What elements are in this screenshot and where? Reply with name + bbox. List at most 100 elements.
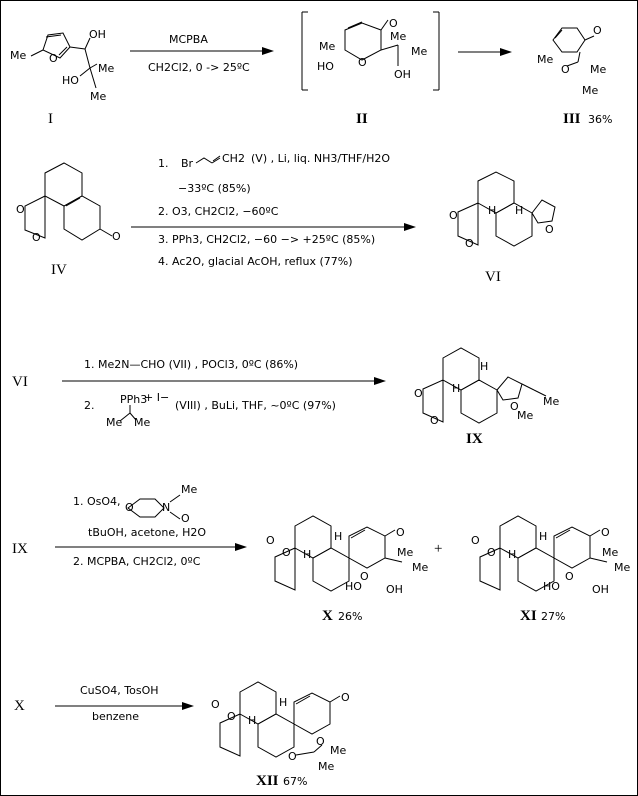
me-label: Me [614,561,630,574]
h-label: H [279,696,287,709]
me-label: Me [543,395,559,408]
oh-label: OH [89,28,106,41]
ring-o-label: O [565,570,574,583]
step2-line1-number: 1. [158,157,169,170]
step2-ac2o: 4. Ac2O, glacial AcOH, reflux (77%) [158,255,353,268]
step2-line1-conditions: −33ºC (85%) [178,182,251,195]
compound-III-structure: O Me O Me Me [537,24,606,97]
furan-o-label: O [49,52,58,65]
compound-IV-structure: O O O [16,162,121,244]
dioxolane-o-label: O [227,710,236,723]
ho-label: HO [543,580,560,593]
ch2-label: CH2 [222,152,245,165]
h-label: H [480,360,488,373]
reagent-mcpba: MCPBA [169,33,208,46]
dioxolane-o-label: O [16,203,25,216]
ring-o-label: O [360,570,369,583]
me-label: Me [90,90,106,103]
bromide-label: Br [181,157,194,170]
oh-label: OH [386,583,403,596]
step2-line1-reagents: (V) , Li, liq. NH3/THF/H2O [251,152,390,165]
dioxolane-o-label: O [471,534,480,547]
me-label: Me [397,546,413,559]
compound-I-structure: Me O OH HO Me Me [10,28,114,103]
dioxolane-o-label: O [211,698,220,711]
compound-II-structure: O O Me HO Me Me OH [301,11,440,91]
nmo-structure: O N Me O [125,483,197,525]
compound-I-label: I [48,111,53,127]
h-label: H [452,382,460,395]
ring-o-label: O [316,735,325,748]
ho-label: HO [345,580,362,593]
compound-VI-structure: O H H O O [449,171,556,250]
phosphonium-ion-label: + I− [144,391,169,404]
oh-label: OH [592,583,609,596]
me-label: Me [390,30,406,43]
h-label: H [248,714,256,727]
dioxolane-o-label: O [430,414,439,427]
step3-line2-number: 2. [84,399,95,412]
morpholine-o-label: O [125,501,134,514]
n-oxide-o-label: O [181,512,190,525]
compound-II-label: II [356,111,368,127]
me-label: Me [106,416,122,429]
h-label: H [539,530,547,543]
me-label: Me [537,53,553,66]
dioxolane-o-label: O [449,209,458,222]
compound-IV-label: IV [51,262,67,278]
me-label: Me [412,561,428,574]
me-label: Me [98,62,114,75]
step4-solvent: tBuOH, acetone, H2O [88,526,206,539]
ho-label: HO [317,60,334,73]
me-label: Me [517,409,533,422]
compound-XI-yield: 27% [541,610,565,623]
step4-oso4: 1. OsO4, [73,495,121,508]
ketone-o-label: O [601,526,610,539]
h-label: H [303,548,311,561]
me-label: Me [318,760,334,773]
compound-XII-label: XII [256,773,279,789]
reagent-solvent-temp: CH2Cl2, 0 -> 25ºC [148,61,250,74]
compound-XI-label: XI [520,608,537,624]
me-label: Me [134,416,150,429]
step3-wittig: (VIII) , BuLi, THF, ~0ºC (97%) [175,399,336,412]
me-label: Me [590,63,606,76]
compound-X-structure: O O HO Me Me OH H H O O [266,515,428,596]
step4-mcpba: 2. MCPBA, CH2Cl2, 0ºC [73,555,201,568]
compound-XII-structure: O O O Me Me H H O O [211,681,350,773]
plus-sign: + [434,541,442,557]
h-label: H [488,204,496,217]
me-label: Me [181,483,197,496]
ketone-o-label: O [341,691,350,704]
h-label: H [508,548,516,561]
ketone-o-label: O [396,526,405,539]
me-label: Me [330,744,346,757]
compound-III-yield: 36% [588,113,612,126]
me-label: Me [411,45,427,58]
me-label: Me [319,40,335,53]
furan-o-label: O [510,400,519,413]
ketone-o-label: O [593,24,602,37]
compound-VI-label: VI [485,269,501,285]
ring-o-label: O [358,56,367,69]
compound-X-yield: 26% [338,610,362,623]
reagent-benzene: benzene [92,710,139,723]
bridge-o-label: O [288,750,297,763]
oh-label: OH [394,68,411,81]
compound-IX-label: IX [466,431,483,447]
step3-vilsmeier: 1. Me2N—CHO (VII) , POCl3, 0ºC (86%) [84,358,298,371]
ho-label: HO [62,74,79,87]
h-label: H [334,530,342,543]
dioxolane-o-label: O [465,237,474,250]
compound-IX-structure: O Me Me H H O O [414,347,559,427]
furan-o-label: O [545,223,554,236]
ketone-o-label: O [112,230,121,243]
dioxolane-o-label: O [32,231,41,244]
dioxolane-o-label: O [282,546,291,559]
n-label: N [162,501,170,514]
ring-o-label: O [561,63,570,76]
step3-start-label: VI [12,374,28,390]
compound-III-label: III [563,111,581,127]
